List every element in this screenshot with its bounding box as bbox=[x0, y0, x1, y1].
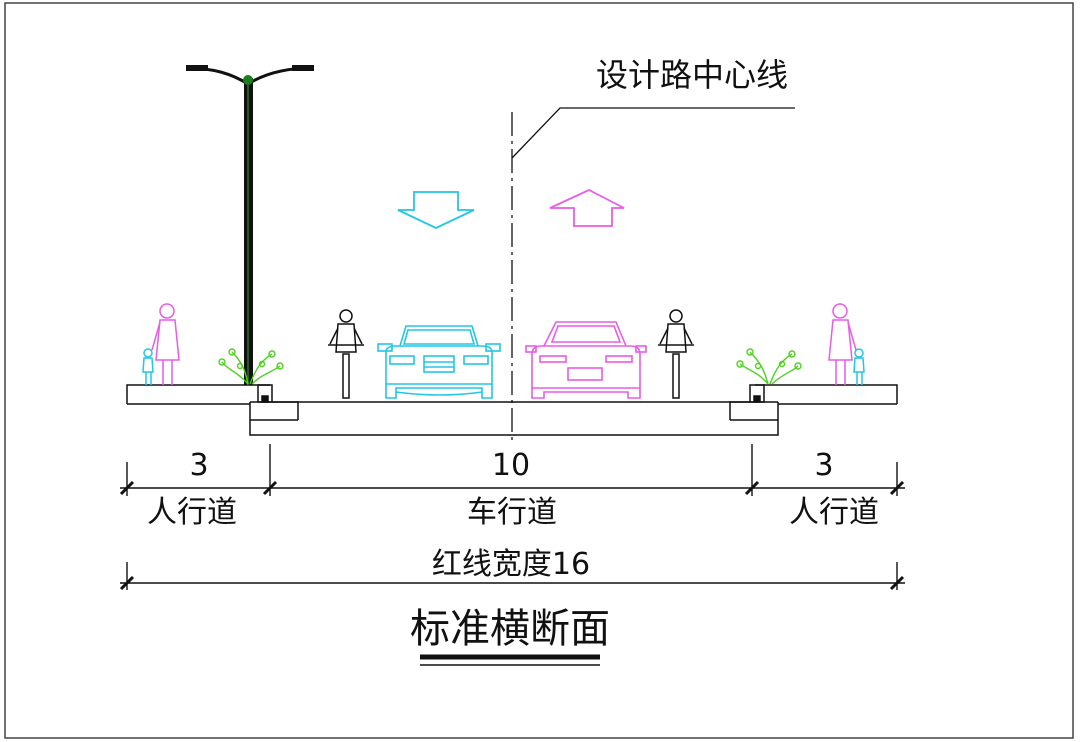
cyclist-icon bbox=[328, 309, 364, 399]
dimension-label-left-sidewalk: 人行道 bbox=[147, 495, 237, 530]
dimension-value-right-sidewalk: 3 bbox=[814, 448, 833, 483]
dimension-value-left-sidewalk: 3 bbox=[189, 448, 208, 483]
pedestrian-woman-icon bbox=[151, 303, 180, 385]
centerline-label: 设计路中心线 bbox=[596, 56, 788, 94]
up-arrow-icon bbox=[549, 188, 625, 227]
pedestrian-child-icon bbox=[853, 348, 865, 385]
dimension-label-carriageway: 车行道 bbox=[467, 495, 557, 530]
shrub-icon bbox=[736, 348, 802, 385]
dimension-label-right-sidewalk: 人行道 bbox=[789, 495, 879, 530]
total-width-label: 红线宽度16 bbox=[432, 547, 590, 582]
car-front-icon bbox=[377, 325, 501, 399]
drawing-title: 标准横断面 bbox=[410, 606, 610, 652]
down-arrow-icon bbox=[397, 191, 475, 229]
cyclist-icon bbox=[658, 309, 694, 399]
centerline bbox=[511, 107, 795, 440]
street-lamp bbox=[185, 65, 314, 385]
pedestrian-child-icon bbox=[142, 348, 154, 385]
dimension-lines bbox=[119, 444, 905, 591]
drawing-frame bbox=[4, 2, 1074, 739]
shrub-icon bbox=[218, 348, 284, 385]
car-rear-icon bbox=[525, 321, 647, 399]
road-structure bbox=[126, 384, 898, 436]
dimension-value-carriageway: 10 bbox=[492, 448, 530, 483]
pedestrian-woman-icon bbox=[828, 303, 857, 385]
